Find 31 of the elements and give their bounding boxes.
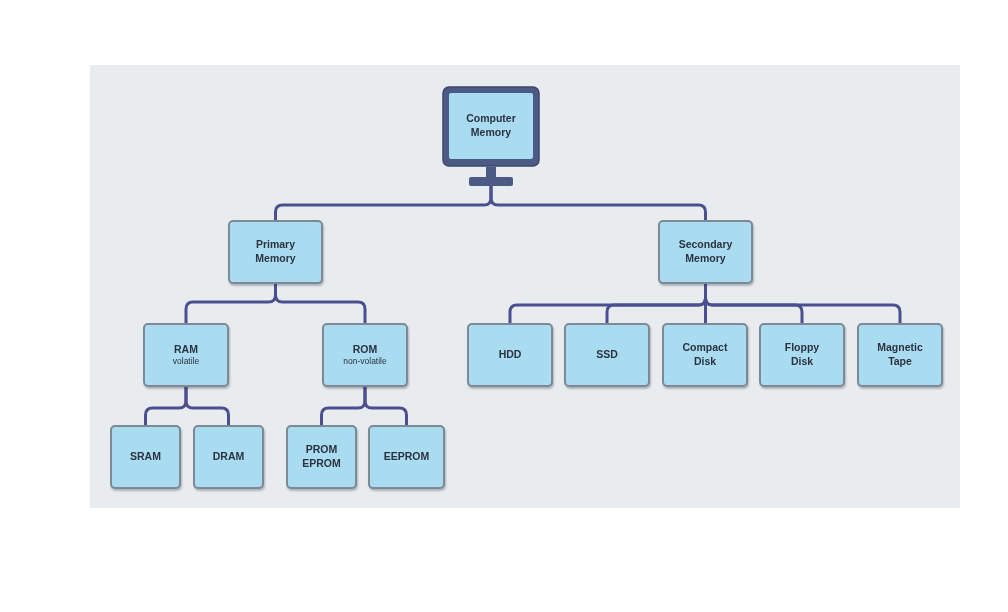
node-subtitle: non-volatile: [343, 356, 387, 368]
node-label: RAM: [174, 342, 198, 357]
connector-line: [274, 284, 367, 323]
node-label: Magnetic Tape: [876, 341, 924, 369]
node-label: Compact Disk: [681, 341, 729, 369]
node-label: DRAM: [212, 450, 245, 464]
node-label: HDD: [498, 348, 522, 362]
memory-box: [228, 220, 323, 284]
node-label: Primary Memory: [254, 238, 297, 266]
connector-line: [489, 186, 707, 220]
memory-box: [564, 323, 650, 387]
memory-box: [759, 323, 845, 387]
memory-box: [322, 323, 408, 387]
node-label: PROM EPROM: [301, 443, 342, 471]
node-subtitle: volatile: [172, 356, 200, 368]
memory-box: [110, 425, 181, 489]
node-label: Secondary Memory: [677, 238, 734, 266]
node-label: SSD: [596, 348, 618, 362]
memory-box: [286, 425, 357, 489]
memory-box: [857, 323, 943, 387]
memory-box: [368, 425, 445, 489]
node-label: Floppy Disk: [783, 341, 821, 369]
memory-box: [193, 425, 264, 489]
memory-box: [467, 323, 553, 387]
memory-box: [658, 220, 753, 284]
node-label: SRAM: [130, 450, 161, 464]
node-label: EEPROM: [383, 450, 430, 464]
memory-box: [143, 323, 229, 387]
memory-box: [662, 323, 748, 387]
node-label: ROM: [352, 342, 378, 357]
node-label: Computer Memory: [465, 112, 517, 140]
